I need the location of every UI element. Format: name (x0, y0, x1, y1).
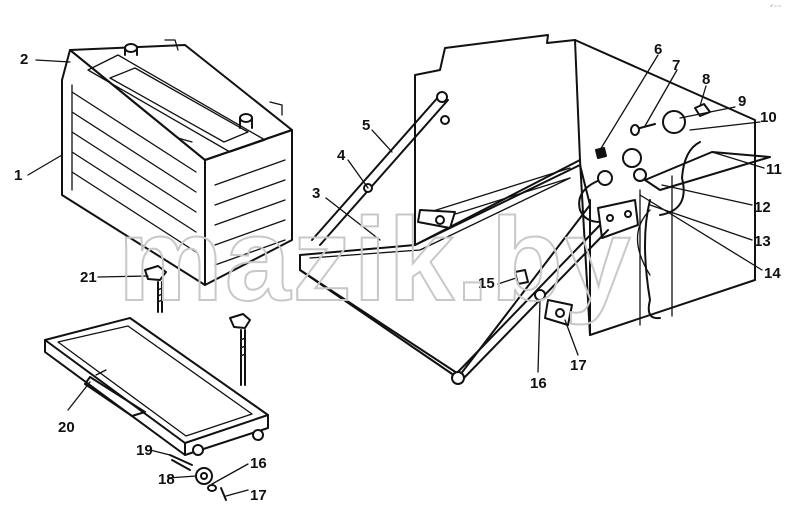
callout-20: 20 (58, 419, 75, 436)
callout-4: 4 (337, 147, 346, 164)
callout-13: 13 (754, 233, 771, 250)
wing-bolt-21 (144, 265, 167, 313)
callout-19: 19 (136, 442, 153, 459)
callout-17-lower: 17 (250, 487, 267, 504)
leader-lines (27, 54, 765, 497)
watermark: mazik.by (118, 194, 632, 326)
callout-8: 8 (702, 71, 710, 88)
callout-14: 14 (764, 265, 781, 282)
callout-18: 18 (158, 471, 175, 488)
wing-bolt (229, 313, 251, 386)
callout-16: 16 (530, 375, 547, 392)
callout-5: 5 (362, 117, 370, 134)
callout-2: 2 (20, 51, 28, 68)
callout-7: 7 (672, 57, 680, 74)
callout-21: 21 (80, 269, 97, 286)
callout-9: 9 (738, 93, 746, 110)
callout-1: 1 (14, 167, 22, 184)
callout-12: 12 (754, 199, 771, 216)
callout-15: 15 (478, 275, 495, 292)
callout-10: 10 (760, 109, 777, 126)
corner-mark: ᐟ⁻⁻ (770, 3, 782, 12)
callout-17: 17 (570, 357, 587, 374)
callout-3: 3 (312, 185, 320, 202)
callout-labels: 1 2 3 4 5 6 7 8 9 10 11 12 13 14 15 16 1… (14, 41, 782, 504)
callout-6: 6 (654, 41, 662, 58)
battery (61, 39, 293, 286)
tray (44, 317, 269, 456)
callout-11: 11 (766, 161, 782, 178)
callout-16-lower: 16 (250, 455, 267, 472)
